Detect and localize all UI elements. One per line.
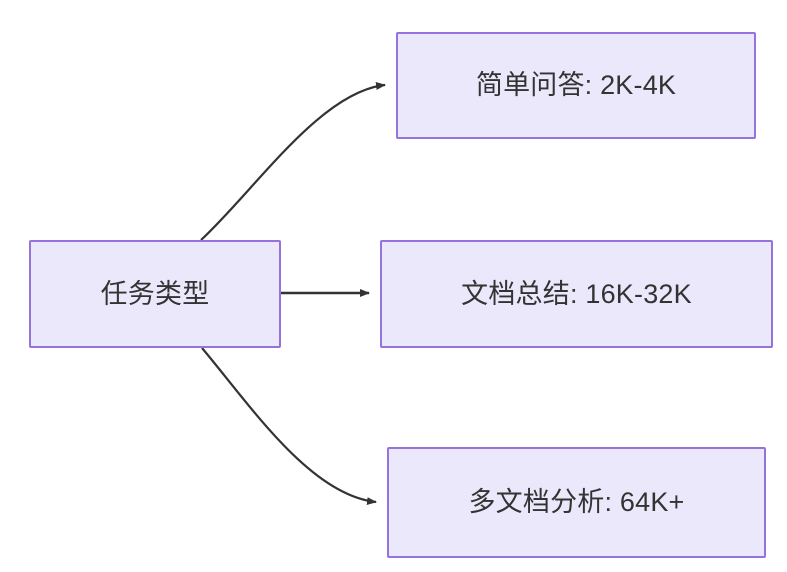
node-task-type[interactable]: 任务类型 (29, 240, 281, 348)
node-label-task-type: 任务类型 (100, 278, 210, 309)
node-label-document-summary: 文档总结: 16K-32K (461, 278, 692, 309)
node-multi-document-analysis[interactable]: 多文档分析: 64K+ (387, 447, 766, 558)
node-simple-qa[interactable]: 简单问答: 2K-4K (396, 32, 756, 139)
node-label-multi-document-analysis: 多文档分析: 64K+ (468, 487, 685, 518)
edge-root-to-multi-doc (201, 347, 377, 506)
node-document-summary[interactable]: 文档总结: 16K-32K (380, 240, 773, 348)
node-label-simple-qa: 简单问答: 2K-4K (475, 70, 677, 101)
edge-root-to-simple-qa (200, 81, 386, 241)
